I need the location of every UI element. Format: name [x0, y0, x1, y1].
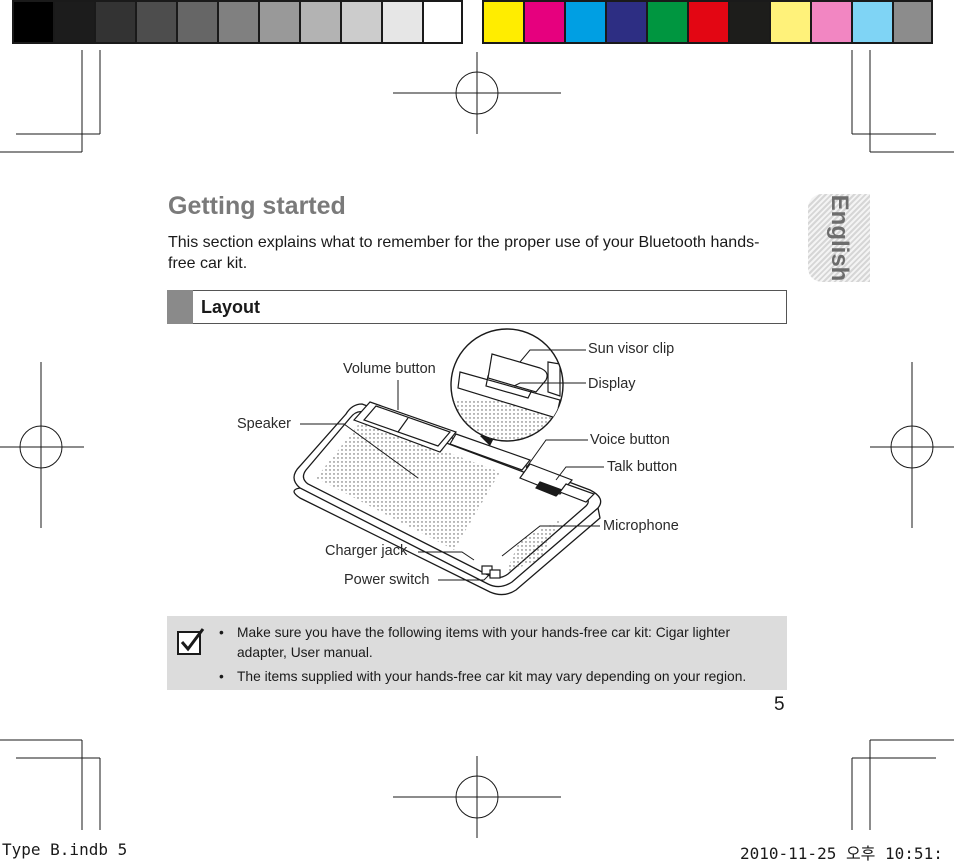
color-swatch [728, 0, 769, 44]
gray-swatch [422, 0, 463, 44]
microphone-grille [506, 520, 560, 572]
color-swatch [851, 0, 892, 44]
control-buttons [519, 463, 596, 503]
gray-swatch [299, 0, 340, 44]
color-calibration-bar [482, 0, 933, 44]
color-swatch [482, 0, 523, 44]
gray-swatch [94, 0, 135, 44]
gray-swatch [217, 0, 258, 44]
section-heading-marker [167, 290, 193, 324]
label-talk-button: Talk button [607, 459, 678, 475]
speaker-grille [316, 420, 500, 550]
color-swatch [605, 0, 646, 44]
label-sun-visor-clip: Sun visor clip [588, 341, 675, 357]
note-box: Make sure you have the following items w… [167, 616, 787, 690]
gray-swatch [53, 0, 94, 44]
leader-lines [300, 349, 604, 581]
color-swatch [564, 0, 605, 44]
grayscale-calibration-bar [12, 0, 463, 44]
gray-swatch [12, 0, 53, 44]
note-list: Make sure you have the following items w… [219, 623, 779, 691]
label-power-switch: Power switch [344, 572, 430, 588]
color-swatch [892, 0, 933, 44]
color-swatch [687, 0, 728, 44]
note-item: Make sure you have the following items w… [219, 623, 779, 663]
gray-swatch [258, 0, 299, 44]
label-display: Display [588, 376, 636, 392]
label-voice-button: Voice button [590, 432, 670, 448]
registration-marks [0, 52, 954, 838]
language-tab: English [808, 194, 870, 282]
gray-swatch [340, 0, 381, 44]
color-swatch [646, 0, 687, 44]
label-speaker: Speaker [237, 416, 292, 432]
color-swatch [810, 0, 851, 44]
label-charger-jack: Charger jack [325, 543, 408, 559]
volume-button [352, 401, 457, 453]
label-volume-button: Volume button [343, 361, 436, 377]
page-number: 5 [774, 694, 785, 715]
gray-swatch [176, 0, 217, 44]
gray-swatch [135, 0, 176, 44]
note-item: The items supplied with your hands-free … [219, 667, 779, 687]
check-box-icon [177, 628, 205, 655]
color-swatch [523, 0, 564, 44]
page-title: Getting started [168, 192, 346, 220]
display-strip [449, 433, 531, 471]
label-microphone: Microphone [603, 518, 679, 534]
intro-text: This section explains what to remember f… [168, 234, 760, 272]
slug-timestamp: 2010-11-25 오후 10:51: [740, 844, 943, 863]
section-heading: Layout [201, 296, 261, 317]
slug-file: Type B.indb 5 [2, 840, 128, 859]
color-swatch [769, 0, 810, 44]
gray-swatch [381, 0, 422, 44]
section-heading-bar: Layout [167, 290, 787, 324]
